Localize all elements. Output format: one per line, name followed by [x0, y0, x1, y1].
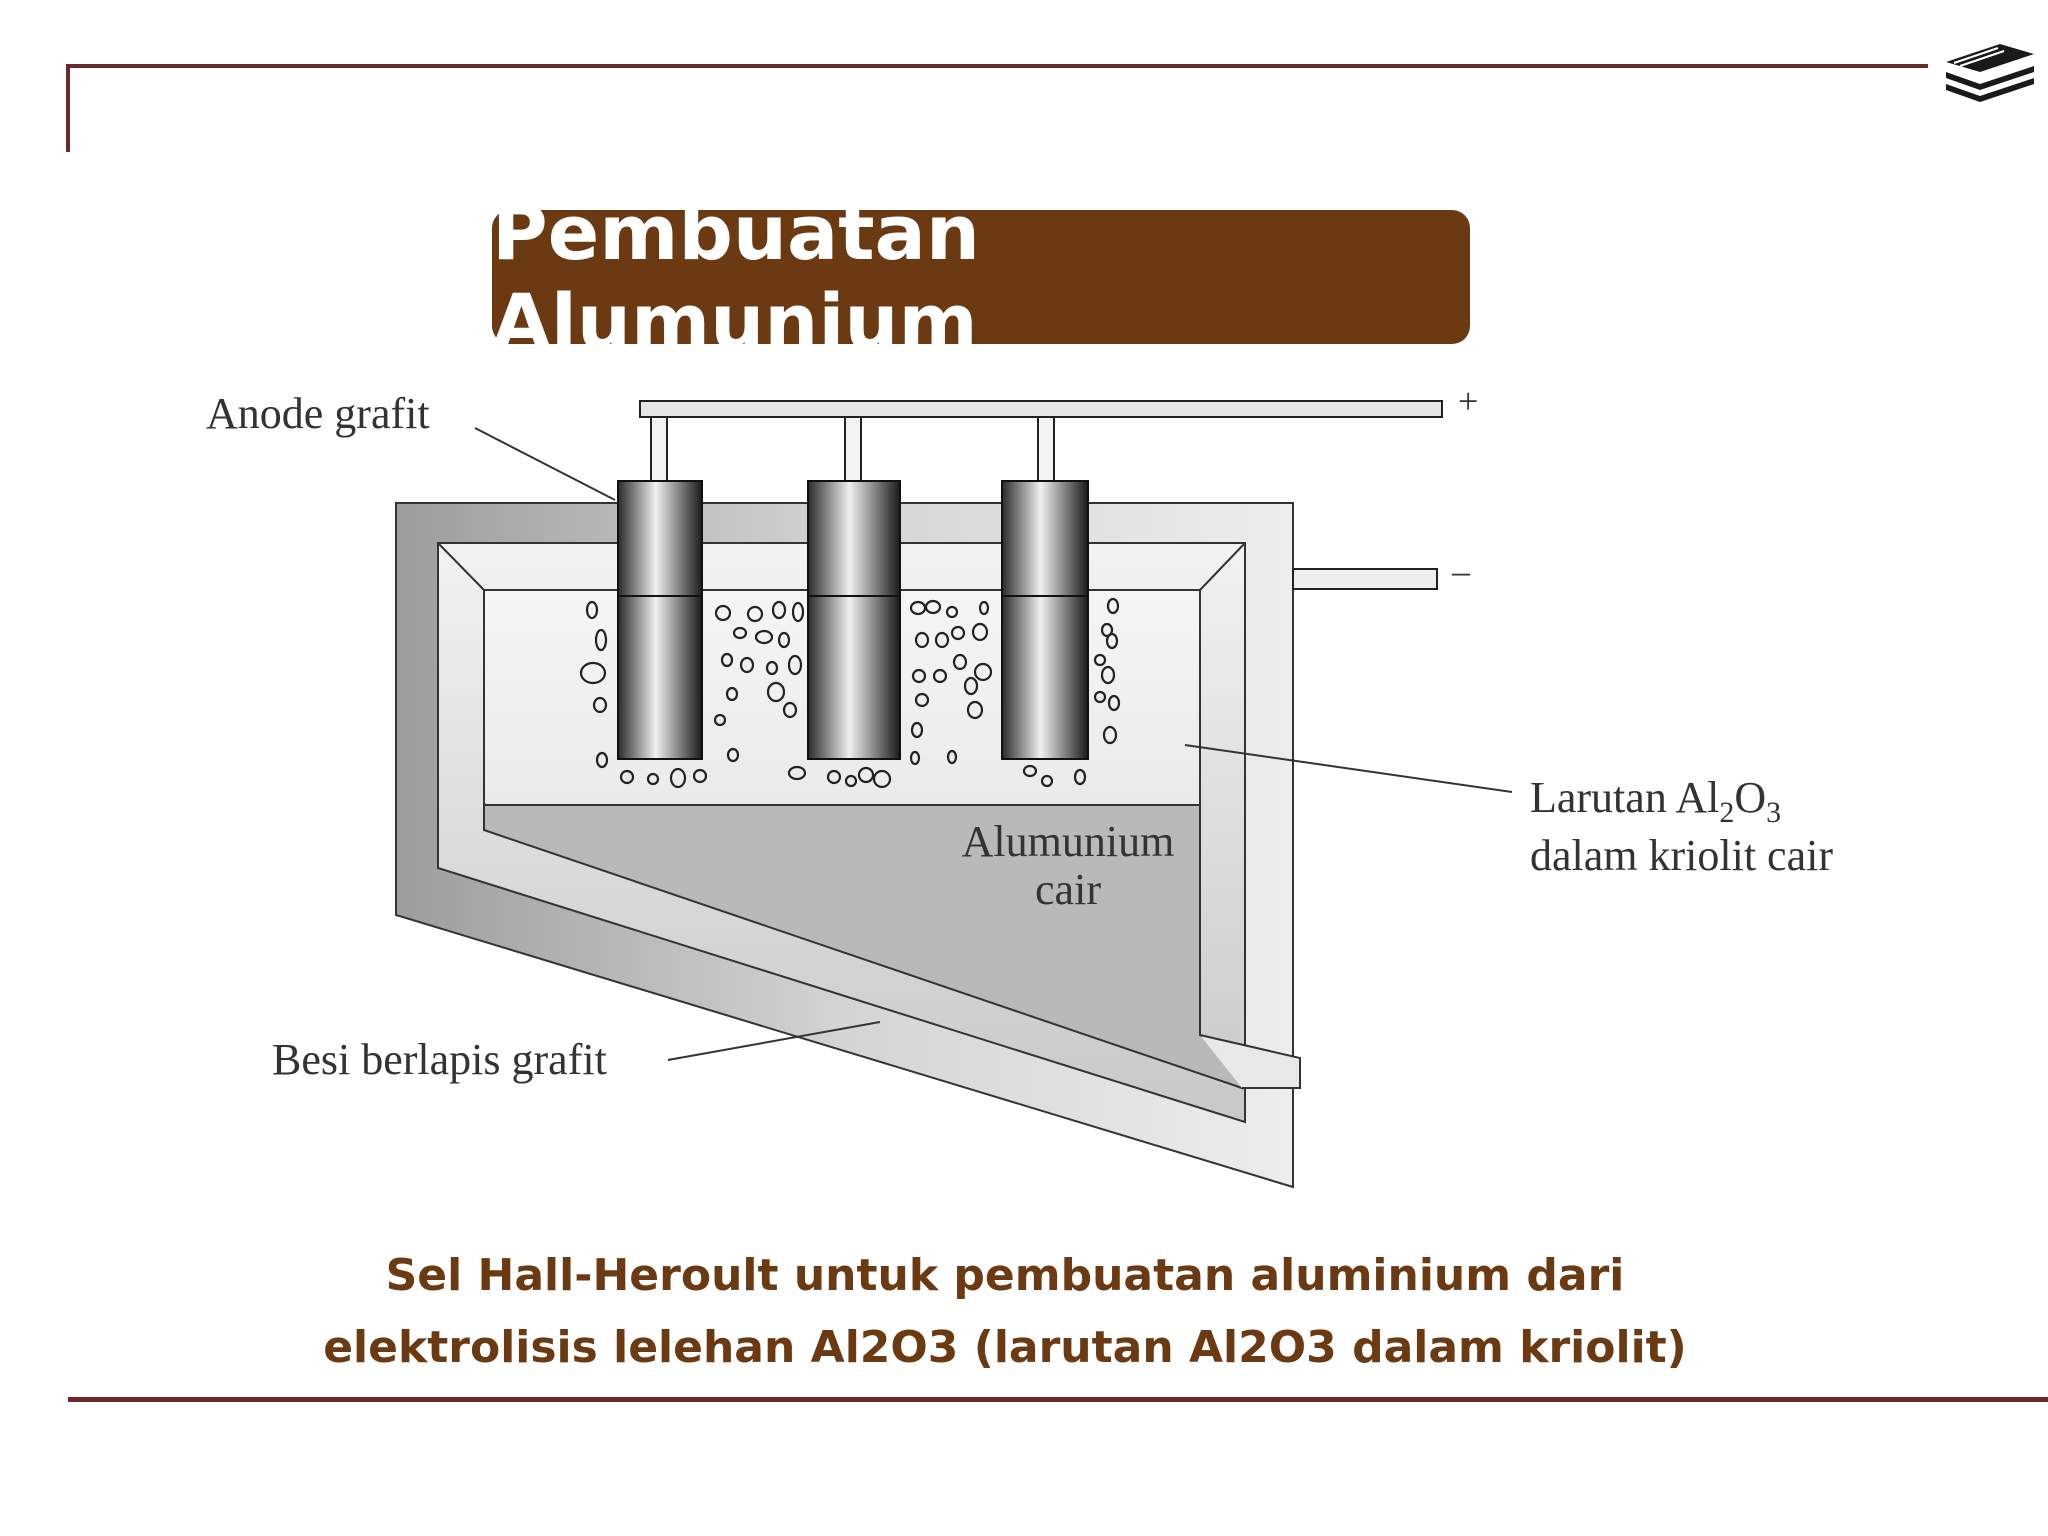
aluminium-label-line1: Alumunium: [962, 817, 1175, 866]
bottom-rule: [68, 1397, 2048, 1402]
solution-mid: O: [1734, 773, 1766, 822]
hall-heroult-cell-diagram: Anode grafit + – Larutan Al2O3 dalam kri…: [206, 381, 1833, 1189]
liner-label: Besi berlapis grafit: [272, 1035, 607, 1084]
caption: Sel Hall-Heroult untuk pembuatan alumini…: [260, 1240, 1750, 1384]
anode-label: Anode grafit: [206, 389, 430, 438]
solution-sub1: 2: [1719, 796, 1734, 829]
book-stack-icon: [1946, 44, 2034, 102]
aluminium-label-line2: cair: [1035, 865, 1101, 914]
anode-2: [807, 480, 901, 760]
solution-prefix: Larutan Al: [1530, 773, 1719, 822]
minus-sign: –: [1451, 551, 1471, 591]
page-title: Pembuatan Alumunium: [492, 188, 980, 366]
solution-sub2: 3: [1766, 796, 1781, 829]
caption-line2: elektrolisis lelehan Al2O3 (larutan Al2O…: [323, 1322, 1687, 1373]
top-rule: [66, 64, 1928, 68]
anode-rods: [617, 416, 1089, 760]
anode-3: [1001, 480, 1089, 760]
solution-label-line1: Larutan Al2O3: [1530, 773, 1781, 829]
pointer-lines: [474, 427, 1513, 1061]
cathode-lead: [1292, 568, 1438, 590]
caption-line1: Sel Hall-Heroult untuk pembuatan alumini…: [385, 1250, 1625, 1301]
left-rule: [66, 64, 70, 152]
anode-bus-bar: [639, 400, 1443, 418]
gas-bubbles: [579, 597, 1121, 789]
plus-sign: +: [1458, 381, 1478, 421]
solution-label-line2: dalam kriolit cair: [1530, 831, 1833, 880]
anode-1: [617, 480, 703, 760]
title-banner: Pembuatan Alumunium: [492, 188, 1470, 366]
